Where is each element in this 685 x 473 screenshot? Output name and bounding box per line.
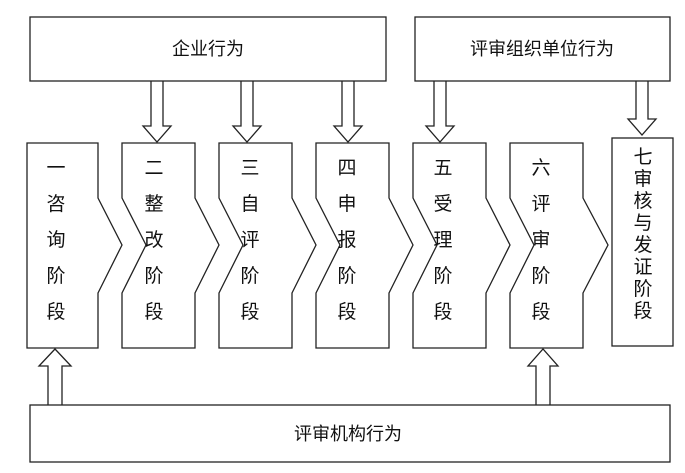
- review-org-box: [414, 16, 671, 82]
- down-arrow-stage-2: [141, 81, 173, 143]
- stage-1-char: 阶: [46, 265, 65, 287]
- stage-5-char: 五: [433, 157, 452, 179]
- stage-1-block: [26, 142, 123, 349]
- up-arrow-stage-1: [37, 348, 73, 405]
- stage-2-char: 二: [144, 157, 163, 179]
- review-agency-label: 评审机构行为: [294, 424, 402, 445]
- stage-4-char: 阶: [337, 265, 356, 287]
- stage-7-char: 阶: [633, 278, 652, 300]
- stage-4-block: [315, 142, 414, 349]
- stage-6-char: 评: [531, 193, 550, 215]
- stage-1-char: 咨: [46, 193, 65, 215]
- stage-7-char: 审: [633, 168, 652, 190]
- down-arrow-stage-7: [626, 81, 658, 136]
- stage-6-block: [509, 142, 609, 349]
- stage-3-char: 自: [240, 193, 259, 215]
- down-arrow-stage-3: [231, 81, 263, 143]
- stage-2-char: 改: [144, 229, 163, 251]
- stage-4-char: 报: [337, 229, 356, 251]
- stage-6-char: 六: [531, 157, 550, 179]
- stage-7-char: 证: [633, 256, 652, 278]
- review-agency-box: [29, 404, 671, 463]
- stage-4-char: 段: [337, 301, 356, 323]
- stage-2-char: 整: [144, 193, 163, 215]
- stage-4-char: 四: [337, 157, 356, 179]
- stage-7-block: [611, 137, 674, 347]
- stage-5-char: 阶: [433, 265, 452, 287]
- enterprise-box: [29, 16, 387, 82]
- enterprise-label: 企业行为: [172, 39, 244, 60]
- stage-1-char: 段: [46, 301, 65, 323]
- up-arrow-stage-6: [526, 348, 560, 405]
- stage-7-char: 发: [633, 234, 652, 256]
- stage-5-char: 受: [433, 193, 452, 215]
- stage-4-char: 申: [337, 193, 356, 215]
- review-org-label: 评审组织单位行为: [470, 39, 614, 60]
- stage-7-char: 核: [633, 190, 652, 212]
- stage-5-char: 理: [433, 229, 452, 251]
- stage-6-char: 审: [531, 229, 550, 251]
- stage-1-char: 询: [46, 229, 65, 251]
- stage-7-char: 与: [633, 212, 652, 234]
- stage-2-char: 段: [144, 301, 163, 323]
- down-arrow-stage-4: [332, 81, 364, 143]
- stage-3-block: [218, 142, 317, 349]
- stage-3-char: 段: [240, 301, 259, 323]
- stage-3-char: 评: [240, 229, 259, 251]
- stage-2-block: [121, 142, 220, 349]
- stage-2-char: 阶: [144, 265, 163, 287]
- stage-1-char: 一: [46, 157, 65, 179]
- stage-7-char: 段: [633, 300, 652, 322]
- stage-3-char: 阶: [240, 265, 259, 287]
- stage-3-char: 三: [240, 157, 259, 179]
- stage-6-char: 阶: [531, 265, 550, 287]
- stage-6-char: 段: [531, 301, 550, 323]
- stage-5-block: [412, 142, 511, 349]
- stage-5-char: 段: [433, 301, 452, 323]
- down-arrow-stage-5: [424, 81, 456, 143]
- stage-7-char: 七: [633, 146, 652, 168]
